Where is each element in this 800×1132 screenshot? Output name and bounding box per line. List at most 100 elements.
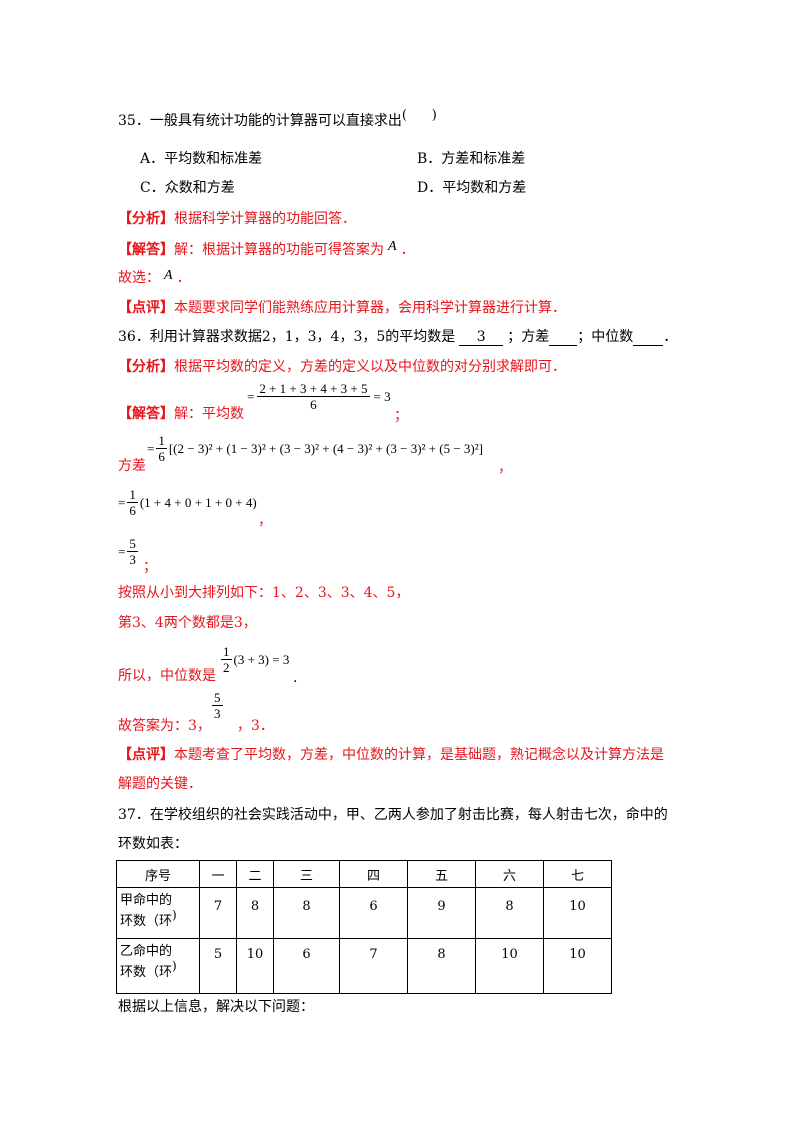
q36-var-terms: [(2 − 3)² + (1 − 3)² + (3 − 3)² + (4 − 3… — [168, 440, 483, 456]
q36-stem-a: 36．利用计算器求数据2，1，3，4，3，5的平均数是 — [118, 329, 456, 345]
q35-option-b: B．方差和标准差 — [417, 151, 526, 167]
table-cell: 6 — [339, 887, 408, 939]
q36-final-answer: 故答案为：3， ，3． — [118, 716, 274, 736]
q35-comment-tag: 【点评】 — [118, 300, 174, 316]
table-cell: 10 — [236, 938, 274, 994]
q35-option-d: D．平均数和方差 — [417, 180, 527, 196]
q36-mean-numerator: 2 + 1 + 3 + 4 + 3 + 5 — [257, 381, 370, 397]
q36-answer-tag: 【解答】 — [118, 406, 174, 422]
table-row: 甲命中的 环数（环) 7 8 8 6 9 8 10 — [116, 887, 612, 939]
table-header-row: 序号 一 二 三 四 五 六 七 — [116, 860, 612, 888]
q36-third-fourth: 第3、4两个数都是3， — [118, 615, 257, 631]
q36-median-end: . — [293, 670, 298, 686]
q35-choose-letter: A — [164, 268, 173, 283]
q36-analysis-tag: 【分析】 — [118, 359, 174, 375]
q36-step2-comma: ， — [258, 513, 272, 529]
table-cell: 9 — [407, 887, 476, 939]
q36-mean-fraction: 2 + 1 + 3 + 4 + 3 + 5 6 — [257, 381, 370, 412]
q36-variance-comma: ， — [498, 460, 512, 476]
table-header-cell: 二 — [236, 860, 274, 888]
q35-analysis: 【分析】根据科学计算器的功能回答． — [118, 209, 356, 229]
q36-variance-formula: = 1 6 [(2 − 3)² + (1 − 3)² + (3 − 3)² + … — [147, 433, 483, 464]
q36-variance-result: = 5 3 — [118, 536, 138, 567]
q36-analysis: 【分析】根据平均数的定义，方差的定义以及中位数的对分别求解即可． — [118, 357, 566, 377]
q35-answer-letter: A — [388, 239, 397, 254]
q36-var-step2-coefficient: 1 6 — [127, 487, 138, 518]
table-header-cell: 序号 — [116, 860, 200, 888]
q37-stem-line1: 37．在学校组织的社会实践活动中，甲、乙两人参加了射击比赛，每人射击七次，命中的 — [118, 807, 668, 823]
q36-mean-denominator: 6 — [310, 397, 317, 412]
q36-final-fraction: 5 3 — [212, 690, 223, 721]
table-header-cell: 七 — [543, 860, 612, 888]
q36-median-formula: 1 2 (3 + 3) = 3 — [221, 644, 289, 675]
q36-comment-tag: 【点评】 — [118, 747, 174, 763]
q35-choose-label: 故选： — [118, 270, 160, 286]
q35-analysis-tag: 【分析】 — [118, 211, 174, 227]
table-cell: 10 — [543, 938, 612, 994]
table-row: 乙命中的 环数（环) 5 10 6 7 8 10 10 — [116, 938, 612, 994]
table-cell: 7 — [339, 938, 408, 994]
q36-comment-line1: 【点评】本题考查了平均数，方差，中位数的计算，是基础题，熟记概念以及计算方法是 — [118, 745, 664, 765]
table-header-cell: 六 — [475, 860, 544, 888]
table-cell: 10 — [475, 938, 544, 994]
q36-mean-blank: 3 — [459, 329, 504, 346]
q35-comment-text: 本题要求同学们能熟练应用计算器，会用科学计算器进行计算． — [174, 300, 566, 316]
q36-answer-text: 解：平均数 — [174, 406, 244, 422]
q35-paren: ( ) — [401, 108, 437, 123]
table-cell: 8 — [407, 938, 476, 994]
q36-variance-blank — [549, 329, 578, 346]
q35-option-a: A．平均数和标准差 — [140, 151, 263, 167]
q35-stem: 35．一般具有统计功能的计算器可以直接求出( ) — [118, 108, 437, 132]
q37-stem-line2: 环数如表： — [118, 836, 188, 852]
q36-final-prefix: 故答案为：3， — [118, 718, 211, 734]
q36-mean-result: = 3 — [373, 388, 391, 404]
q36-var-step2-terms: (1 + 4 + 0 + 1 + 0 + 4) — [139, 494, 257, 510]
q36-stem-d: ． — [663, 329, 678, 345]
q36-analysis-text: 根据平均数的定义，方差的定义以及中位数的对分别求解即可． — [174, 359, 566, 375]
q35-analysis-text: 根据科学计算器的功能回答． — [174, 211, 356, 227]
table-cell: 6 — [273, 938, 340, 994]
table-cell: 8 — [273, 887, 340, 939]
q36-stem-b: ；方差 — [507, 329, 550, 345]
table-cell: 10 — [543, 887, 612, 939]
q35-answer: 【解答】解：根据计算器的功能可得答案为 A． — [118, 239, 415, 261]
q36-mean-formula: = 2 + 1 + 3 + 4 + 3 + 5 6 = 3 — [247, 381, 391, 412]
q36-comment-line2: 解题的关键． — [118, 776, 202, 792]
q35-comment: 【点评】本题要求同学们能熟练应用计算器，会用科学计算器进行计算． — [118, 298, 566, 318]
q35-option-c: C．众数和方差 — [140, 180, 235, 196]
q36-comment-text-1: 本题考查了平均数，方差，中位数的计算，是基础题，熟记概念以及计算方法是 — [174, 747, 664, 763]
q36-median-coefficient: 1 2 — [221, 644, 232, 675]
score-table: 序号 一 二 三 四 五 六 七 甲命中的 环数（环) 7 8 8 6 9 8 … — [116, 860, 612, 994]
q36-median-blank — [633, 329, 664, 346]
table-header-cell: 四 — [339, 860, 408, 888]
q35-stem-text: 35．一般具有统计功能的计算器可以直接求出 — [118, 113, 402, 129]
q36-sort-text: 按照从小到大排列如下：1、2、3、3、4、5， — [118, 585, 410, 601]
table-cell: 8 — [236, 887, 274, 939]
table-header-cell: 三 — [273, 860, 340, 888]
table-header-cell: 五 — [407, 860, 476, 888]
q35-answer-text: 解：根据计算器的功能可得答案为 — [174, 242, 384, 258]
q35-choose: 故选： A． — [118, 268, 191, 289]
q36-median-label: 所以，中位数是 — [118, 668, 216, 684]
q36-stem-c: ；中位数 — [577, 329, 634, 345]
table-cell: 7 — [199, 887, 237, 939]
q36-final-suffix: ，3． — [236, 718, 274, 734]
q35-answer-period: ． — [400, 242, 415, 258]
q36-mean-semicolon: ； — [394, 408, 408, 424]
q36-variance-step2: = 1 6 (1 + 4 + 0 + 1 + 0 + 4) — [118, 487, 257, 518]
q35-answer-tag: 【解答】 — [118, 242, 174, 258]
q37-followup: 根据以上信息，解决以下问题： — [118, 999, 314, 1015]
table-header-cell: 一 — [199, 860, 237, 888]
row-label-yi: 乙命中的 环数（环) — [116, 938, 200, 994]
row-label-jia: 甲命中的 环数（环) — [116, 887, 200, 939]
q36-answer: 【解答】解：平均数 — [118, 404, 244, 424]
table-cell: 8 — [475, 887, 544, 939]
q36-median-expr: (3 + 3) = 3 — [233, 651, 290, 667]
q36-variance-label: 方差 — [118, 458, 146, 474]
table-cell: 5 — [199, 938, 237, 994]
q36-variance-semicolon: ； — [143, 559, 157, 575]
q36-var-result-fraction: 5 3 — [127, 536, 138, 567]
q36-var-coefficient: 1 6 — [156, 433, 167, 464]
q35-choose-period: ． — [176, 270, 191, 286]
